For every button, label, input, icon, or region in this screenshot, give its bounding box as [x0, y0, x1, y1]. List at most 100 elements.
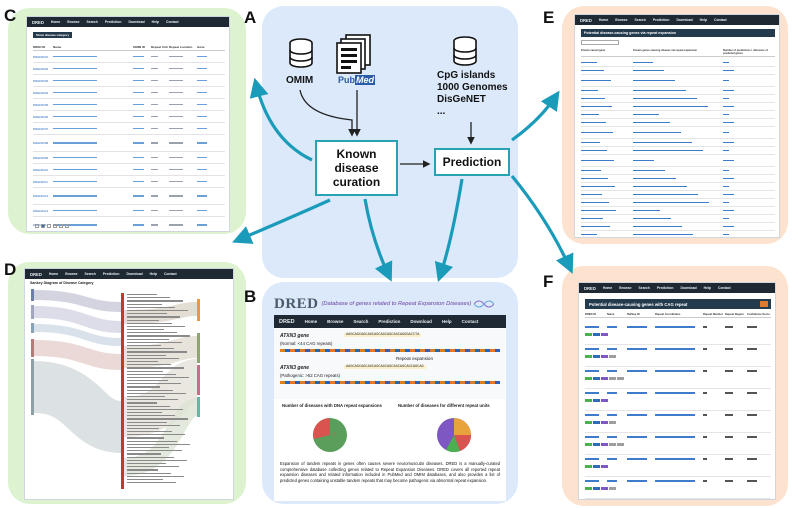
nav-browse[interactable]: Browse — [615, 18, 628, 22]
nav-search[interactable]: Search — [84, 272, 96, 276]
table-row[interactable] — [585, 345, 771, 367]
nav-prediction[interactable]: Prediction — [104, 20, 122, 24]
page-button[interactable] — [41, 224, 45, 228]
table-row[interactable] — [581, 87, 775, 95]
dred-id-cell[interactable]: DRED0007 — [33, 126, 49, 131]
disease-category-filter[interactable]: Show disease category — [33, 32, 73, 38]
row-tag-badge[interactable] — [585, 421, 592, 424]
table-row[interactable] — [581, 223, 775, 231]
nav-help[interactable]: Help — [151, 20, 160, 24]
table-row[interactable] — [581, 139, 775, 147]
table-row[interactable] — [585, 477, 771, 499]
table-row[interactable] — [581, 127, 775, 139]
row-tag-badge[interactable] — [593, 443, 600, 446]
table-row[interactable] — [585, 389, 771, 411]
row-tag-badge[interactable] — [585, 355, 592, 358]
table-row[interactable] — [581, 119, 775, 127]
nav-prediction[interactable]: Prediction — [656, 286, 674, 290]
row-tag-badge[interactable] — [601, 487, 608, 490]
table-row[interactable]: DRED0009 — [33, 152, 225, 164]
nav-download[interactable]: Download — [680, 286, 697, 290]
row-tag-badge[interactable] — [601, 333, 608, 336]
table-row[interactable] — [581, 59, 775, 67]
row-tag-badge[interactable] — [593, 399, 600, 402]
dred-id-cell[interactable]: DRED0010 — [33, 167, 49, 172]
table-row[interactable] — [581, 155, 775, 167]
row-tag-badge[interactable] — [585, 399, 592, 402]
nav-download[interactable]: Download — [676, 18, 693, 22]
table-row[interactable] — [581, 207, 775, 215]
table-row[interactable] — [581, 111, 775, 119]
nav-logo[interactable]: DRED — [30, 271, 42, 277]
nav-contact[interactable]: Contact — [714, 18, 727, 22]
table-row[interactable] — [581, 231, 775, 237]
row-tag-badge[interactable] — [593, 487, 600, 490]
table-row[interactable]: DRED0010 — [33, 164, 225, 176]
table-row[interactable]: DRED0002 — [33, 63, 225, 75]
table-row[interactable]: DRED0003 — [33, 75, 225, 87]
panel-c-pagination[interactable] — [35, 224, 69, 228]
dred-id-cell[interactable]: DRED0013 — [33, 208, 49, 213]
table-row[interactable]: DRED0014 — [33, 217, 225, 231]
table-row[interactable] — [585, 455, 771, 477]
page-button[interactable] — [59, 224, 63, 228]
nav-prediction[interactable]: Prediction — [102, 272, 120, 276]
nav-search[interactable]: Search — [353, 319, 369, 324]
nav-search[interactable]: Search — [634, 18, 646, 22]
table-row[interactable] — [581, 183, 775, 191]
table-row[interactable] — [585, 323, 771, 345]
row-tag-badge[interactable] — [593, 377, 600, 380]
table-row[interactable] — [581, 215, 775, 223]
row-tag-badge[interactable] — [601, 399, 608, 402]
row-tag-badge[interactable] — [617, 377, 624, 380]
dred-id-cell[interactable]: DRED0008 — [33, 141, 49, 145]
dred-id-cell[interactable]: DRED0005 — [33, 102, 49, 107]
dred-id-cell[interactable]: DRED0004 — [33, 90, 49, 95]
nav-logo[interactable]: DRED — [32, 19, 44, 25]
nav-home[interactable]: Home — [304, 319, 318, 324]
nav-search[interactable]: Search — [638, 286, 650, 290]
nav-download[interactable]: Download — [128, 20, 145, 24]
row-tag-badge[interactable] — [609, 443, 616, 446]
row-tag-badge[interactable] — [609, 421, 616, 424]
nav-contact[interactable]: Contact — [166, 20, 179, 24]
nav-prediction[interactable]: Prediction — [378, 319, 401, 324]
nav-help[interactable]: Help — [149, 272, 158, 276]
table-row[interactable] — [581, 67, 775, 75]
row-tag-badge[interactable] — [601, 377, 608, 380]
table-row[interactable] — [581, 147, 775, 155]
row-tag-badge[interactable] — [601, 355, 608, 358]
table-row[interactable] — [585, 367, 771, 389]
table-row[interactable]: DRED0011 — [33, 176, 225, 188]
nav-browse[interactable]: Browse — [67, 20, 80, 24]
row-tag-badge[interactable] — [609, 487, 616, 490]
dred-id-cell[interactable]: DRED0003 — [33, 78, 49, 83]
nav-logo[interactable]: DRED — [584, 285, 596, 291]
page-button[interactable] — [47, 224, 51, 228]
dred-id-cell[interactable]: DRED0009 — [33, 155, 49, 160]
row-tag-badge[interactable] — [585, 377, 592, 380]
row-tag-badge[interactable] — [601, 443, 608, 446]
table-row[interactable]: DRED0012 — [33, 188, 225, 205]
table-row[interactable] — [581, 95, 775, 103]
nav-home[interactable]: Home — [50, 20, 61, 24]
nav-contact[interactable]: Contact — [461, 319, 479, 324]
nav-download[interactable]: Download — [410, 319, 432, 324]
nav-prediction[interactable]: Prediction — [652, 18, 670, 22]
table-row[interactable] — [581, 75, 775, 87]
nav-logo[interactable]: DRED — [580, 17, 592, 23]
row-tag-badge[interactable] — [601, 421, 608, 424]
row-tag-badge[interactable] — [617, 443, 624, 446]
row-tag-badge[interactable] — [585, 443, 592, 446]
dred-id-cell[interactable]: DRED0014 — [33, 223, 53, 227]
row-tag-badge[interactable] — [609, 377, 616, 380]
table-row[interactable]: DRED0005 — [33, 99, 225, 111]
table-row[interactable]: DRED0008 — [33, 135, 225, 152]
row-tag-badge[interactable] — [585, 333, 592, 336]
row-tag-badge[interactable] — [593, 465, 600, 468]
table-row[interactable] — [585, 411, 771, 433]
dred-id-cell[interactable]: DRED0011 — [33, 179, 48, 184]
nav-search[interactable]: Search — [86, 20, 98, 24]
nav-home[interactable]: Home — [48, 272, 59, 276]
nav-help[interactable]: Help — [703, 286, 712, 290]
